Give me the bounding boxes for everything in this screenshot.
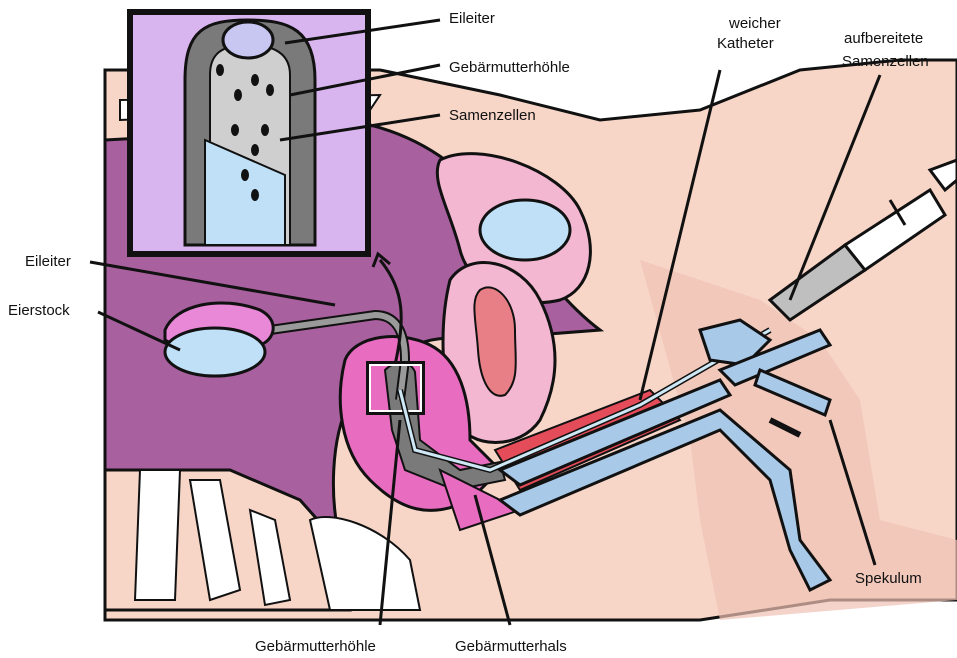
label-weicher: weicher [728,15,781,32]
label-gebaermutterhoehle: Gebärmutterhöhle [255,638,376,655]
label-samenzellen: Samenzellen [842,53,929,70]
label-inset-gebaermutterhoehle: Gebärmutterhöhle [449,59,570,76]
label-aufbereitete: aufbereitete [844,30,923,47]
ovary [165,328,265,376]
label-katheter: Katheter [717,35,774,52]
label-eierstock: Eierstock [8,302,70,319]
label-spekulum: Spekulum [855,570,922,587]
label-gebaermutterhals: Gebärmutterhals [455,638,567,655]
label-inset-eileiter: Eileiter [449,10,495,27]
label-eileiter: Eileiter [25,253,71,270]
label-inset-samenzellen: Samenzellen [449,107,536,124]
